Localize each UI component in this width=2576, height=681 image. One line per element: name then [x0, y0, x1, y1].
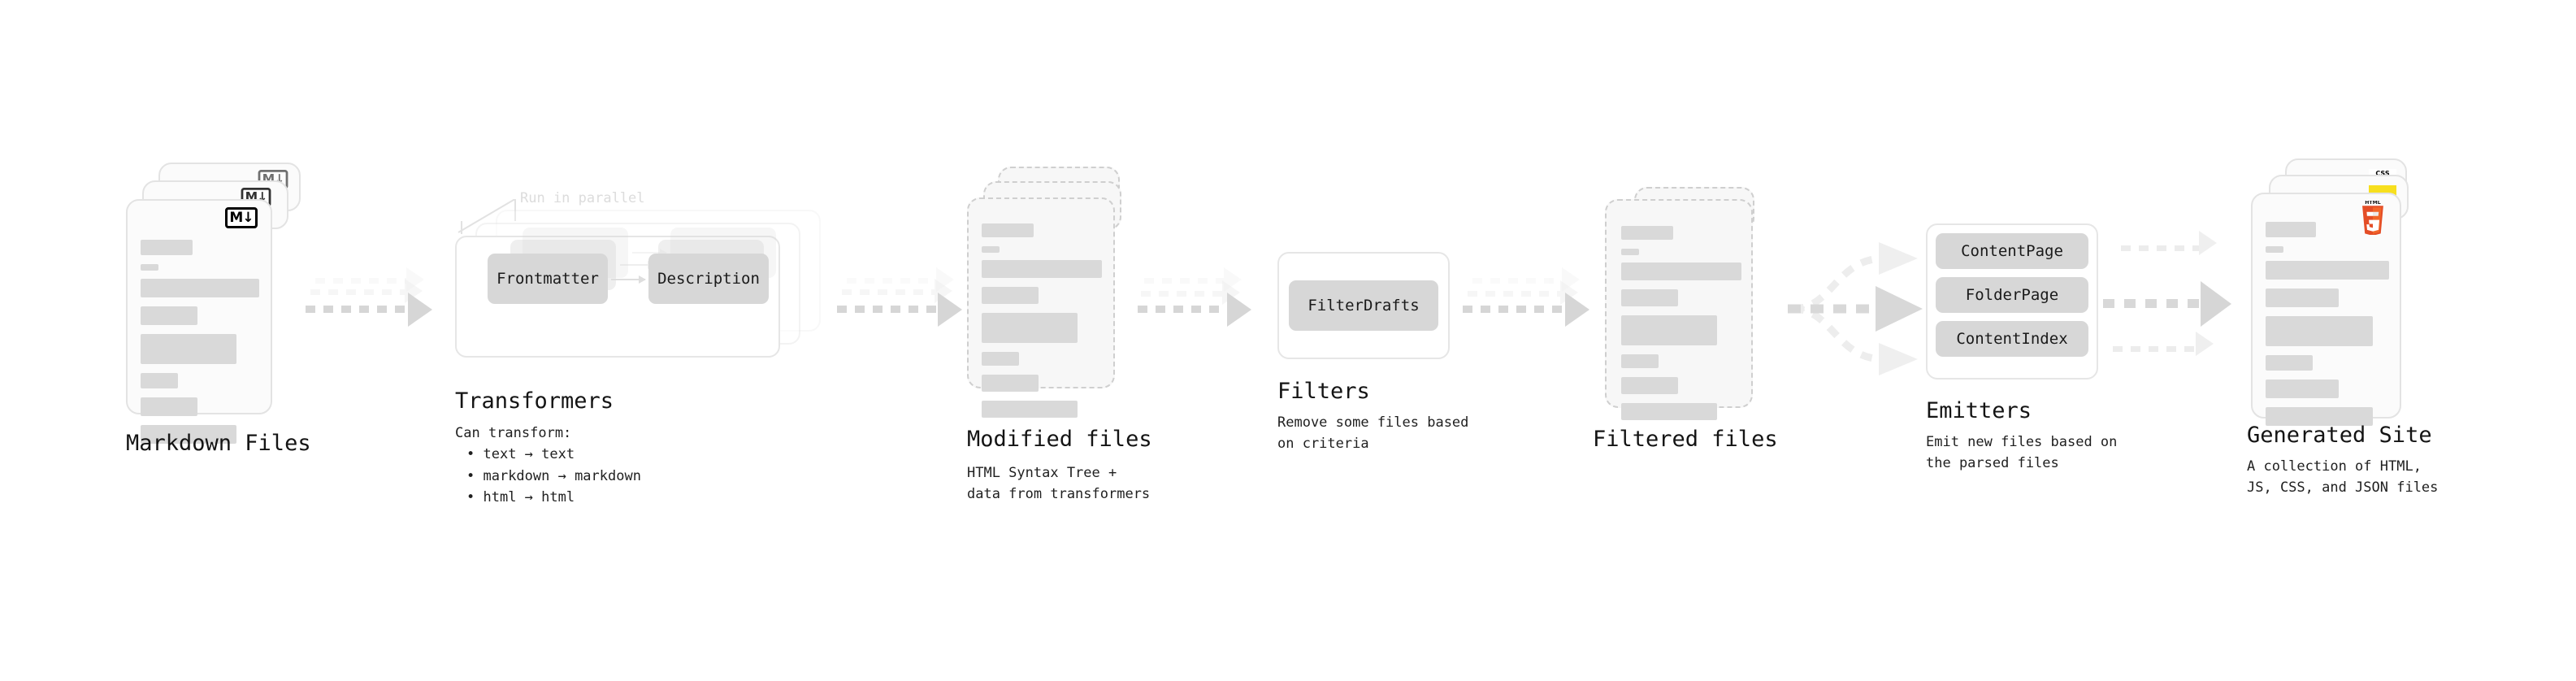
placeholder-bar — [2266, 222, 2316, 237]
transformer-inner-arrow — [611, 275, 646, 284]
markdown-file-stack: M↓ M↓ M↓ — [126, 163, 301, 444]
stage-transformers: Run in parallel Frontmatter Description — [455, 190, 829, 382]
transformers-intro: Can transform: — [455, 425, 572, 441]
placeholder-bar — [141, 397, 197, 416]
placeholder-bar — [1621, 354, 1659, 368]
markdown-icon: M↓ — [225, 207, 258, 228]
placeholder-bar — [1621, 226, 1673, 240]
placeholder-bar — [141, 334, 236, 364]
modified-files-description: HTML Syntax Tree + data from transformer… — [967, 465, 1151, 502]
modified-files-title: Modified files — [967, 427, 1152, 452]
placeholder-bar — [141, 279, 259, 297]
list-item: markdown → markdown — [466, 466, 640, 487]
placeholder-bar — [1621, 315, 1717, 345]
placeholder-bar — [141, 306, 197, 325]
placeholder-bar — [982, 223, 1034, 237]
emitters-description: Emit new files based on the parsed files — [1926, 434, 2118, 471]
markdown-files-title: Markdown Files — [126, 431, 311, 456]
placeholder-bar — [141, 264, 158, 271]
list-item: text → text — [466, 444, 641, 465]
placeholder-bar — [982, 260, 1102, 278]
placeholder-bar — [2266, 246, 2283, 253]
filters-title: Filters — [1277, 379, 1370, 404]
run-in-parallel-bracket — [458, 199, 516, 234]
stage-filters: FilterDrafts — [1277, 252, 1452, 362]
stage-emitters: ContentPage FolderPage ContentIndex — [1926, 223, 2105, 382]
placeholder-bar — [982, 401, 1078, 418]
placeholder-bar — [982, 313, 1078, 343]
filtered-files-title: Filtered files — [1593, 427, 1778, 452]
transformers-description: Can transform: text → text markdown → ma… — [455, 423, 641, 508]
list-item: html → html — [466, 487, 641, 508]
placeholder-bar — [141, 425, 236, 444]
html5-icon: HTML — [2362, 201, 2383, 235]
filtered-file-stack — [1605, 187, 1784, 423]
transformer-inner-arrow — [632, 249, 667, 257]
stage-markdown-files: M↓ M↓ M↓ — [126, 163, 301, 444]
connector-fan-filtered-to-emitters — [1788, 242, 1923, 375]
stage-generated-site: CSS HTML — [2251, 158, 2438, 426]
placeholder-bar — [141, 373, 178, 388]
placeholder-bar — [2266, 407, 2373, 426]
placeholder-bar — [2266, 288, 2339, 307]
transformer-chip-frontmatter[interactable]: Frontmatter — [488, 254, 608, 304]
placeholder-bar — [2266, 261, 2389, 280]
file-content-placeholder — [2266, 222, 2392, 435]
transformers-capability-list: text → text markdown → markdown html → h… — [466, 444, 641, 508]
placeholder-bar — [1621, 262, 1741, 280]
placeholder-bar — [982, 246, 1000, 253]
run-in-parallel-label: Run in parallel — [520, 190, 645, 206]
stage-modified-files — [967, 167, 1146, 419]
placeholder-bar — [1621, 377, 1678, 394]
placeholder-bar — [982, 375, 1039, 392]
file-content-placeholder — [141, 240, 259, 453]
modified-file-stack — [967, 167, 1146, 419]
svg-text:HTML: HTML — [2365, 201, 2380, 206]
placeholder-bar — [141, 240, 193, 255]
emitter-chip-folderpage[interactable]: FolderPage — [1936, 277, 2088, 313]
placeholder-bar — [2266, 316, 2373, 346]
transformers-title: Transformers — [455, 388, 614, 414]
file-content-placeholder — [982, 223, 1104, 427]
filters-description: Remove some files based on criteria — [1277, 414, 1469, 452]
placeholder-bar — [1621, 249, 1639, 255]
emitters-title: Emitters — [1926, 398, 2032, 423]
filter-chip-filterdrafts[interactable]: FilterDrafts — [1289, 280, 1438, 331]
placeholder-bar — [2266, 355, 2313, 371]
generated-site-description: A collection of HTML, JS, CSS, and JSON … — [2247, 458, 2439, 496]
placeholder-bar — [1621, 403, 1717, 420]
file-content-placeholder — [1621, 226, 1743, 429]
emitter-chip-contentindex[interactable]: ContentIndex — [1936, 321, 2088, 357]
generated-site-title: Generated Site — [2247, 423, 2432, 448]
placeholder-bar — [1621, 289, 1678, 306]
placeholder-bar — [982, 352, 1019, 366]
placeholder-bar — [982, 287, 1039, 304]
stage-filtered-files — [1605, 187, 1784, 423]
placeholder-bar — [2266, 380, 2339, 398]
emitter-chip-contentpage[interactable]: ContentPage — [1936, 233, 2088, 269]
transformer-chip-description[interactable]: Description — [648, 254, 769, 304]
generated-site-stack: CSS HTML — [2251, 158, 2438, 426]
